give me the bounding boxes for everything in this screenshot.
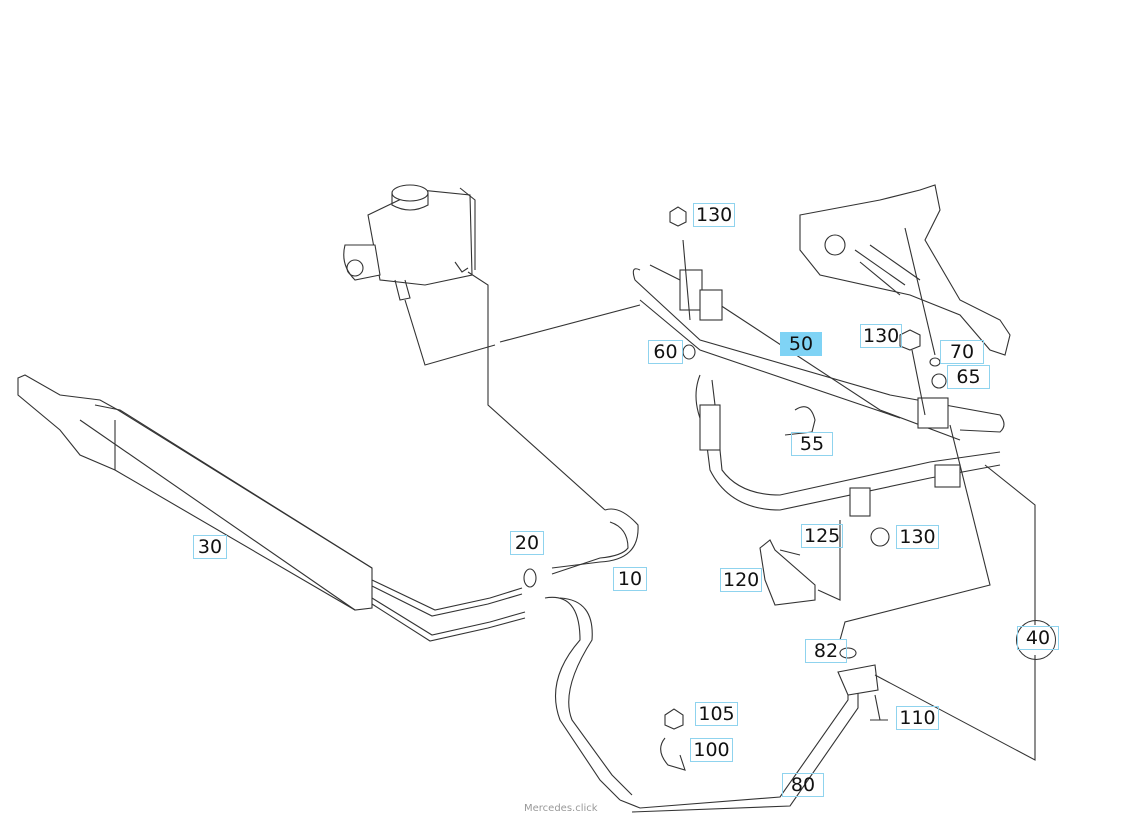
callout-20[interactable]: 20 [510, 531, 544, 555]
callout-10[interactable]: 10 [613, 567, 647, 591]
cooler-pipe-lower [371, 597, 526, 636]
callout-55[interactable]: 55 [791, 432, 833, 456]
screw-125 [779, 549, 801, 556]
cooler-pipe-upper [371, 579, 523, 611]
seal-ring-70 [929, 357, 941, 367]
callout-80[interactable]: 80 [782, 773, 824, 797]
callout-30[interactable]: 30 [193, 535, 227, 559]
hose-clamp [523, 568, 537, 588]
flange-plate [837, 664, 879, 696]
power-steering-pump [343, 184, 476, 301]
steering-gear [799, 184, 1011, 356]
callout-130[interactable]: 130 [860, 324, 902, 348]
callout-110[interactable]: 110 [896, 706, 939, 730]
leader-line [911, 349, 926, 416]
leader-line [404, 299, 496, 366]
callout-82[interactable]: 82 [805, 639, 847, 663]
return-hose [551, 508, 639, 569]
nut-130b [899, 329, 921, 351]
clamp-55 [784, 406, 816, 436]
leader-line [682, 239, 691, 321]
leader-line [839, 424, 991, 641]
seal-ring-82 [839, 647, 857, 659]
leader-line [874, 655, 1036, 761]
hose-line [695, 374, 1001, 511]
callout-70[interactable]: 70 [940, 340, 984, 364]
oil-cooler [17, 374, 373, 611]
seal-ring-60 [682, 344, 696, 360]
watermark: Mercedes.click [524, 803, 598, 814]
callout-65[interactable]: 65 [947, 365, 990, 389]
callout-100[interactable]: 100 [690, 738, 733, 762]
nut-130c [870, 527, 890, 547]
callout-125[interactable]: 125 [801, 524, 843, 548]
leader-line [984, 464, 1036, 625]
leader-line [499, 304, 641, 343]
callout-50-highlighted[interactable]: 50 [780, 332, 822, 356]
callout-40[interactable]: 40 [1017, 626, 1059, 650]
leader-line [467, 271, 606, 511]
nut-105 [664, 708, 684, 730]
callout-105[interactable]: 105 [695, 702, 738, 726]
callout-130[interactable]: 130 [693, 203, 735, 227]
bracket-120 [759, 539, 816, 606]
supply-hose [544, 596, 621, 801]
bolt-110 [870, 694, 888, 721]
leader-line [817, 520, 841, 601]
pressure-line-50 [632, 268, 1005, 433]
callout-60[interactable]: 60 [648, 340, 683, 364]
nut-130a [669, 206, 687, 227]
callout-130[interactable]: 130 [896, 525, 939, 549]
group-circle-40 [1016, 620, 1056, 660]
callout-120[interactable]: 120 [720, 568, 762, 592]
clamp-100 [660, 737, 686, 771]
leader-line [904, 227, 936, 356]
seal-ring-65 [931, 373, 947, 389]
